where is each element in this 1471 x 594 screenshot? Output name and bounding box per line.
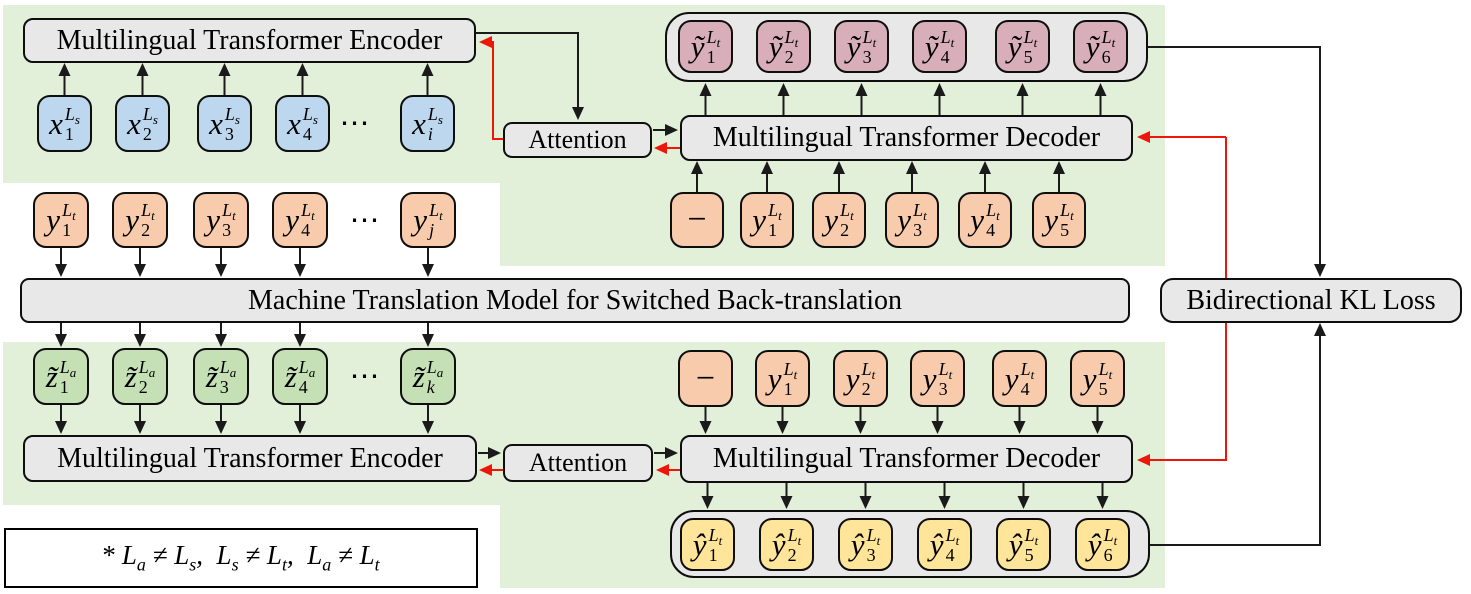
- decoder-bottom-box: Multilingual Transformer Decoder: [680, 435, 1133, 483]
- y-hat-output-container: [670, 510, 1150, 578]
- encoder-top-box: Multilingual Transformer Encoder: [23, 18, 476, 63]
- y-tilde-output-container: [665, 12, 1148, 82]
- note-box: *La ≠ Ls, Ls ≠ Lt, La ≠ Lt: [4, 528, 478, 588]
- kl-loss-box: Bidirectional KL Loss: [1160, 278, 1462, 323]
- attention-top-box: Attention: [503, 122, 652, 158]
- black-arrows: [55, 32, 1326, 546]
- note-text: *La ≠ Ls, Ls ≠ Lt, La ≠ Lt: [102, 540, 380, 575]
- decoder-top-box: Multilingual Transformer Decoder: [680, 115, 1133, 161]
- red-arrows: [479, 36, 1227, 476]
- encoder-bottom-box: Multilingual Transformer Encoder: [23, 435, 477, 482]
- attention-bottom-box: Attention: [503, 444, 653, 482]
- mt-model-box: Machine Translation Model for Switched B…: [20, 278, 1130, 323]
